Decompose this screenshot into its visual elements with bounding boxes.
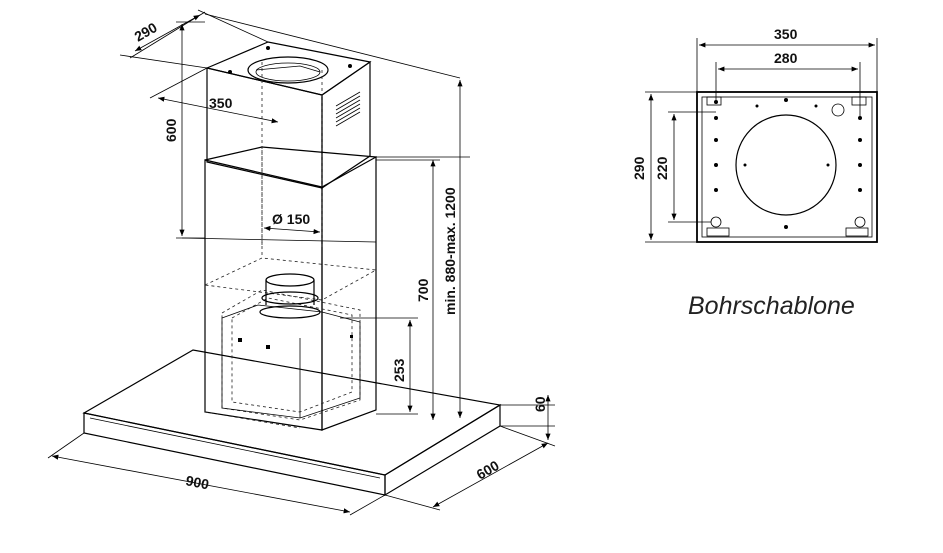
dim-motor-height: 253 — [391, 358, 407, 382]
lower-chimney — [204, 146, 377, 431]
dim-outer-width: 350 — [774, 26, 798, 42]
dim-outer-height: 290 — [631, 156, 647, 180]
hood-drawing: 290 350 600 Ø 150 min. 880-max. 1200 700… — [47, 9, 556, 516]
dim-chimney-width: 350 — [209, 95, 233, 111]
dim-lower-height: 700 — [415, 278, 431, 302]
dim-chimney-depth: 290 — [132, 19, 160, 45]
dimension-lines — [47, 9, 556, 516]
template-dimension-lines — [645, 38, 878, 243]
dim-canopy-thickness: 60 — [532, 396, 548, 412]
dim-canopy-width: 900 — [184, 472, 210, 492]
upper-chimney — [205, 41, 372, 190]
dim-chimney-height: 600 — [163, 118, 179, 142]
mounting-holes — [706, 96, 869, 237]
dim-inner-width: 280 — [774, 50, 798, 66]
template-caption: Bohrschablone — [688, 292, 855, 320]
dim-canopy-depth: 600 — [474, 457, 502, 483]
motor-housing — [221, 273, 361, 419]
hidden-lines — [203, 62, 378, 429]
dim-inner-height: 220 — [654, 156, 670, 180]
dim-total-height: min. 880-max. 1200 — [442, 187, 458, 315]
canopy — [82, 349, 502, 497]
vent-grille — [335, 91, 361, 127]
drilling-template: 350 280 290 220 Bohrschablone — [631, 26, 878, 320]
dim-outlet-diameter: Ø 150 — [272, 211, 310, 227]
